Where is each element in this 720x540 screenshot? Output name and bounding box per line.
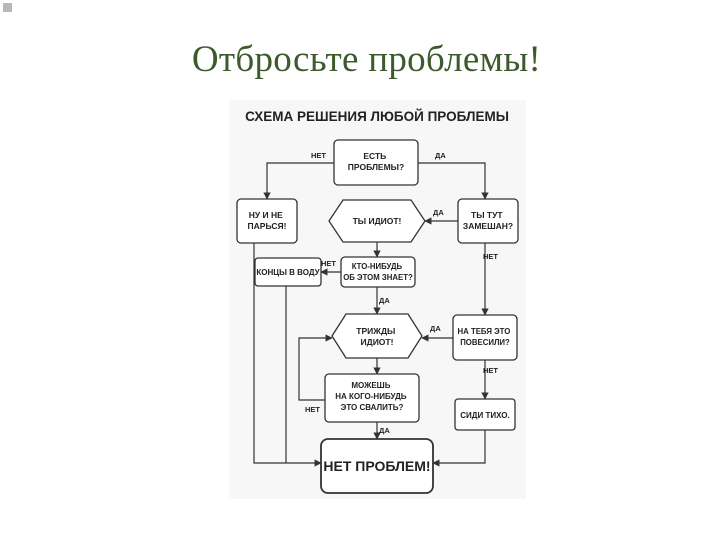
node-can-blame-label: МОЖЕШЬ НА КОГО-НИБУДЬ ЭТО СВАЛИТЬ?	[335, 381, 409, 412]
node-sit-quiet	[454, 398, 516, 431]
edge-label-no-blamed: НЕТ	[483, 366, 498, 375]
edge-no-can-blame	[298, 334, 333, 401]
node-involved	[457, 198, 519, 244]
edge-label-yes-top: ДА	[435, 151, 446, 160]
node-triple-idiot	[331, 313, 423, 359]
node-sit-quiet-line-1: СИДИ ТИХО.	[460, 411, 509, 420]
node-blamed-line-1: НА ТЕБЯ ЭТО	[458, 327, 511, 336]
edge-label-yes-can-blame: ДА	[379, 426, 390, 435]
node-you-idiot	[328, 199, 426, 243]
node-hide	[254, 257, 322, 287]
slide-title: Отбросьте проблемы!	[191, 39, 542, 80]
node-no-problem-line-1: НЕТ ПРОБЛЕМ!	[323, 458, 430, 474]
edge-dont-worry-no-problem	[253, 243, 322, 467]
node-no-problem	[320, 438, 434, 494]
node-has-problems-line-1: ЕСТЬ	[363, 151, 386, 161]
slide-corner-marker	[3, 3, 12, 12]
node-anyone-knows	[340, 256, 416, 288]
node-hide-label: КОНЦЫ В ВОДУ	[256, 268, 320, 277]
node-anyone-knows-line-1: КТО-НИБУДЬ	[352, 262, 403, 271]
node-can-blame-line-1: МОЖЕШЬ	[351, 381, 390, 390]
edge-yes-problems	[418, 162, 489, 200]
node-you-idiot-line-1: ТЫ ИДИОТ!	[353, 216, 402, 226]
node-anyone-knows-line-2: ОБ ЭТОМ ЗНАЕТ?	[343, 273, 413, 282]
edge-label-yes-knows: ДА	[379, 296, 390, 305]
node-dont-worry-line-2: ПАРЬСЯ!	[248, 221, 287, 231]
node-has-problems-label: ЕСТЬ ПРОБЛЕМЫ?	[348, 151, 404, 172]
node-no-problem-label: НЕТ ПРОБЛЕМ!	[323, 458, 430, 474]
node-triple-idiot-label: ТРИЖДЫ ИДИОТ!	[356, 326, 397, 347]
node-can-blame	[324, 373, 420, 423]
node-dont-worry-line-1: НУ И НЕ	[249, 210, 283, 220]
flowchart-connectors	[253, 162, 489, 467]
node-has-problems-line-2: ПРОБЛЕМЫ?	[348, 162, 404, 172]
flowchart-canvas: СХЕМА РЕШЕНИЯ ЛЮБОЙ ПРОБЛЕМЫ	[229, 100, 526, 499]
node-you-idiot-label: ТЫ ИДИОТ!	[353, 216, 402, 226]
flowchart: СХЕМА РЕШЕНИЯ ЛЮБОЙ ПРОБЛЕМЫ	[229, 100, 526, 499]
flowchart-heading: СХЕМА РЕШЕНИЯ ЛЮБОЙ ПРОБЛЕМЫ	[245, 109, 509, 124]
edge-label-no-involved: НЕТ	[483, 252, 498, 261]
edge-label-yes-idiot: ДА	[433, 208, 444, 217]
edge-label-no-hide: НЕТ	[321, 259, 336, 268]
node-triple-idiot-line-1: ТРИЖДЫ	[356, 326, 395, 336]
edge-label-no-top: НЕТ	[311, 151, 326, 160]
node-involved-line-2: ЗАМЕШАН?	[463, 221, 513, 231]
node-involved-label: ТЫ ТУТ ЗАМЕШАН?	[463, 210, 513, 231]
node-can-blame-line-3: ЭТО СВАЛИТЬ?	[341, 403, 404, 412]
node-has-problems	[333, 139, 419, 186]
node-hide-line-1: КОНЦЫ В ВОДУ	[256, 268, 320, 277]
edge-label-no-can-blame: НЕТ	[305, 405, 320, 414]
node-blamed-label: НА ТЕБЯ ЭТО ПОВЕСИЛИ?	[458, 327, 513, 347]
edge-sit-no-problem	[432, 430, 486, 467]
node-triple-idiot-line-2: ИДИОТ!	[361, 337, 394, 347]
node-anyone-knows-label: КТО-НИБУДЬ ОБ ЭТОМ ЗНАЕТ?	[343, 262, 413, 282]
node-dont-worry	[236, 198, 298, 244]
node-blamed	[452, 314, 518, 361]
node-blamed-line-2: ПОВЕСИЛИ?	[460, 338, 510, 347]
flowchart-nodes	[236, 139, 519, 494]
node-dont-worry-label: НУ И НЕ ПАРЬСЯ!	[248, 210, 287, 231]
node-sit-quiet-label: СИДИ ТИХО.	[460, 411, 509, 420]
node-involved-line-1: ТЫ ТУТ	[471, 210, 503, 220]
edge-label-yes-triple: ДА	[430, 324, 441, 333]
edge-no-problems	[263, 162, 334, 200]
node-can-blame-line-2: НА КОГО-НИБУДЬ	[335, 392, 407, 401]
